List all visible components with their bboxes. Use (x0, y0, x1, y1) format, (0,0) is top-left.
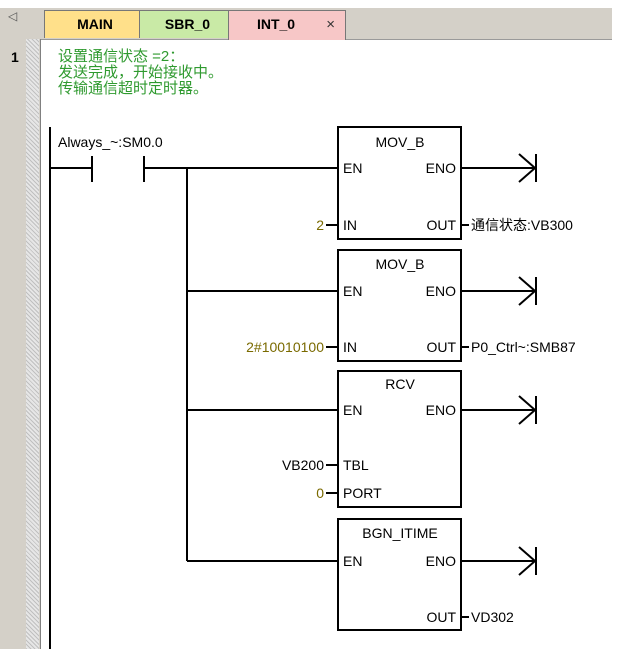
en-pin: EN (343, 283, 362, 299)
tbl-operand[interactable]: VB200 (282, 457, 324, 473)
network-comment[interactable]: 设置通信状态 =2： 发送完成，开始接收中。 传输通信超时定时器。 (58, 49, 223, 97)
box-title: MOV_B (375, 256, 424, 272)
scroll-left-icon[interactable]: ◁ (8, 9, 18, 23)
box-title: BGN_ITIME (362, 525, 437, 541)
out-pin: OUT (426, 217, 456, 233)
contact-label: Always_~:SM0.0 (58, 134, 163, 150)
out-pin: OUT (426, 339, 456, 355)
out-operand[interactable]: P0_Ctrl~:SMB87 (471, 339, 576, 355)
in-pin: IN (343, 339, 357, 355)
en-pin: EN (343, 553, 362, 569)
close-icon[interactable]: × (326, 16, 335, 33)
comment-line: 设置通信状态 =2： (58, 48, 185, 65)
box-frame (337, 370, 462, 508)
tbl-pin: TBL (343, 457, 369, 473)
eno-pin: ENO (426, 160, 456, 176)
eno-pin: ENO (426, 553, 456, 569)
network-number: 1 (11, 49, 19, 65)
eno-pin: ENO (426, 402, 456, 418)
mov-b-box[interactable]: MOV_B EN ENO IN OUT (337, 126, 462, 240)
box-frame (337, 518, 462, 631)
tab-int-label: INT_0 (256, 16, 296, 32)
tab-bar: ◁ MAIN SBR_0 INT_0 × (0, 0, 623, 40)
tab-main-label: MAIN (77, 16, 113, 32)
tab-int[interactable]: INT_0 × (228, 10, 346, 40)
tab-sbr-label: SBR_0 (164, 16, 211, 32)
output-arrow-icon (518, 546, 537, 576)
ladder-editor[interactable]: 1 设置通信状态 =2： 发送完成，开始接收中。 传输通信超时定时器。 Alwa… (0, 39, 620, 649)
box-title: MOV_B (375, 134, 424, 150)
comment-line: 传输通信超时定时器。 (58, 80, 209, 97)
gutter: 1 (0, 39, 41, 649)
comment-line: 发送完成，开始接收中。 (58, 64, 224, 81)
box-title: RCV (385, 376, 415, 392)
output-arrow-icon (518, 153, 537, 183)
out-operand[interactable]: 通信状态:VB300 (471, 217, 573, 233)
output-arrow-icon (518, 276, 537, 306)
en-pin: EN (343, 160, 362, 176)
tab-main[interactable]: MAIN (44, 10, 146, 38)
ladder-diagram: Always_~:SM0.0 MOV_B EN ENO IN OUT 2 通信状… (49, 126, 576, 649)
box-frame (337, 126, 462, 240)
out-pin: OUT (426, 609, 456, 625)
output-arrow-icon (518, 395, 537, 425)
gutter-hatch (26, 39, 39, 649)
out-operand[interactable]: VD302 (471, 609, 514, 625)
tab-sbr[interactable]: SBR_0 (139, 10, 236, 38)
port-operand[interactable]: 0 (316, 485, 324, 501)
port-pin: PORT (343, 485, 382, 501)
in-operand[interactable]: 2 (316, 217, 324, 233)
en-pin: EN (343, 402, 362, 418)
rcv-box[interactable]: RCV EN ENO TBL PORT (337, 370, 462, 508)
eno-pin: ENO (426, 283, 456, 299)
in-operand[interactable]: 2#10010100 (246, 339, 324, 355)
bgn-itime-box[interactable]: BGN_ITIME EN ENO OUT (337, 518, 462, 631)
in-pin: IN (343, 217, 357, 233)
mov-b-box[interactable]: MOV_B EN ENO IN OUT (337, 249, 462, 362)
box-frame (337, 249, 462, 362)
